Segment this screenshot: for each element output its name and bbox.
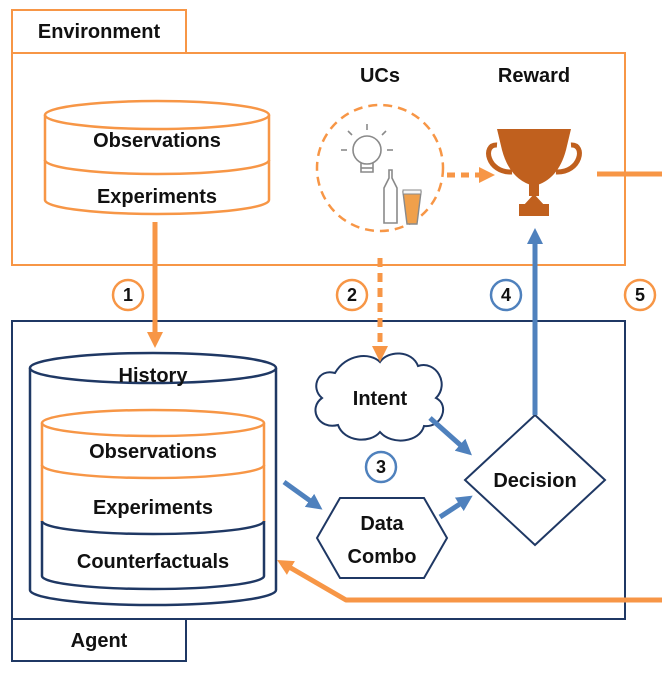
intent-to-decision-arrow — [428, 416, 472, 456]
data-combo-line2: Combo — [348, 546, 417, 568]
step-3-badge: 3 — [364, 450, 398, 484]
step-1-badge: 1 — [111, 278, 145, 312]
history-counterfactuals-label: Counterfactuals — [77, 551, 229, 573]
agent-title: Agent — [71, 630, 128, 652]
step-4-label: 4 — [501, 285, 511, 305]
intent-label: Intent — [353, 388, 408, 410]
environment-data-store: Observations Experiments — [43, 99, 271, 216]
agent-box — [11, 320, 626, 620]
intent-cloud: Intent — [314, 352, 445, 442]
history-label: History — [119, 365, 189, 387]
step-2-badge: 2 — [335, 278, 369, 312]
environment-title: Environment — [38, 21, 161, 43]
environment-tab — [11, 9, 187, 54]
step-5-badge: 5 — [623, 278, 657, 312]
agent-panel: Agent — [11, 320, 626, 662]
ucs-label: UCs — [360, 65, 400, 87]
agent-tab — [11, 618, 187, 662]
decision-label: Decision — [493, 470, 576, 492]
history-store: History Observations Experiments Counter… — [28, 351, 278, 607]
reward-label: Reward — [498, 65, 570, 87]
decision-node: Decision — [463, 413, 607, 547]
history-observations-label: Observations — [89, 441, 217, 463]
beer-glass-icon — [402, 189, 422, 225]
history-experiments-label: Experiments — [93, 497, 213, 519]
step-5-label: 5 — [635, 285, 645, 305]
bottle-icon — [383, 169, 398, 224]
data-combo-node: Data Combo — [315, 497, 449, 579]
combo-to-decision-arrow — [438, 495, 473, 520]
step-2-label: 2 — [347, 285, 357, 305]
lightbulb-icon — [341, 124, 393, 173]
data-combo-line1: Data — [360, 513, 404, 535]
step-1-label: 1 — [123, 285, 133, 305]
env-experiments-label: Experiments — [97, 186, 217, 208]
step-4-badge: 4 — [489, 278, 523, 312]
reward-feedback-arrow — [277, 559, 662, 603]
step-3-label: 3 — [376, 457, 386, 477]
trophy-icon — [486, 129, 582, 216]
env-observations-label: Observations — [93, 130, 221, 152]
ucs-node — [315, 103, 445, 233]
history-to-combo-arrow — [282, 479, 323, 510]
